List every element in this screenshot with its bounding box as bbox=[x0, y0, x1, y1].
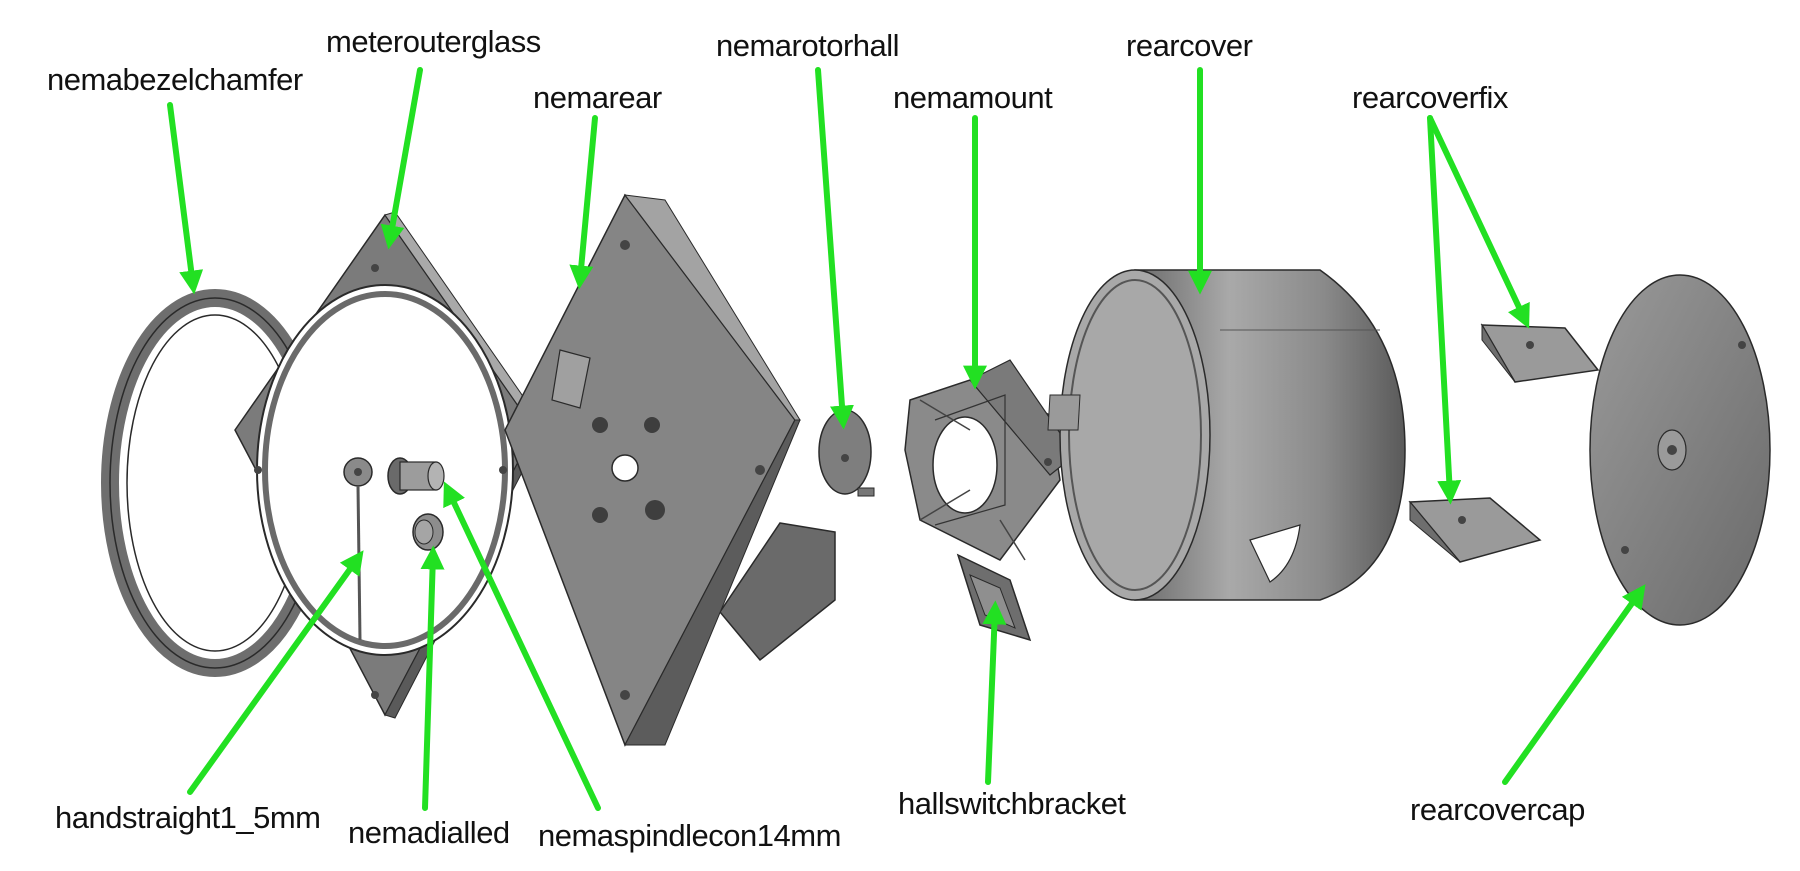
arrow-rearcovercap bbox=[1502, 584, 1646, 785]
meterouterglass-part bbox=[234, 211, 546, 719]
rearcover-part bbox=[1047, 269, 1406, 601]
arrow-nemarear bbox=[569, 115, 598, 290]
arrow-nemaspindlecon bbox=[443, 481, 601, 811]
label-rearcover: rearcover bbox=[1126, 28, 1253, 63]
label-nemabezelchamfer: nemabezelchamfer bbox=[47, 62, 303, 97]
label-rearcoverfix: rearcoverfix bbox=[1352, 80, 1508, 115]
nemamount-part bbox=[904, 359, 1076, 561]
label-nemamount: nemamount bbox=[893, 80, 1053, 115]
arrow-handstraight bbox=[187, 550, 364, 795]
rearcoverfix-block-top bbox=[1480, 323, 1600, 383]
callout-arrows bbox=[167, 67, 1646, 811]
nemarotorhall-part bbox=[818, 409, 875, 497]
nemaspindlecon-part bbox=[387, 457, 445, 495]
nemarear-part bbox=[504, 193, 836, 747]
arrow-meterouterglass bbox=[380, 67, 423, 250]
label-handstraight1-5mm: handstraight1_5mm bbox=[55, 800, 321, 835]
arrow-nemadialled bbox=[420, 545, 445, 811]
label-nemadialled: nemadialled bbox=[348, 815, 510, 850]
label-rearcovercap: rearcovercap bbox=[1410, 792, 1585, 827]
arrow-nemarotorhall bbox=[815, 67, 854, 430]
arrow-rearcoverfix-a bbox=[1427, 115, 1530, 329]
rearcovercap-part bbox=[1589, 274, 1771, 626]
arrow-nemabezelchamfer bbox=[167, 102, 204, 295]
label-nemarotorhall: nemarotorhall bbox=[716, 28, 900, 63]
arrow-rearcoverfix-b bbox=[1427, 115, 1462, 505]
label-nemaspindlecon14mm: nemaspindlecon14mm bbox=[538, 818, 841, 853]
label-hallswitchbracket: hallswitchbracket bbox=[898, 786, 1126, 821]
label-nemarear: nemarear bbox=[533, 80, 662, 115]
nemadialled-part bbox=[412, 513, 444, 551]
arrow-hallswitchbracket bbox=[982, 600, 1007, 785]
label-meterouterglass: meterouterglass bbox=[326, 24, 541, 59]
rearcoverfix-block-bottom bbox=[1408, 497, 1542, 563]
